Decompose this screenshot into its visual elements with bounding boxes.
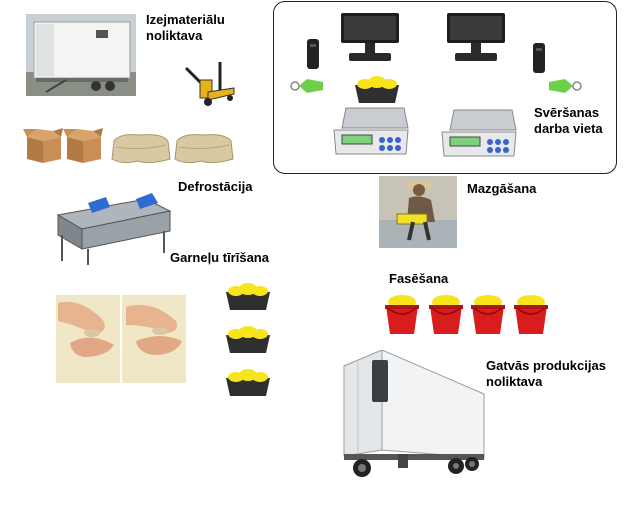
card-reader-icon	[306, 38, 320, 70]
cardboard-box-icon	[63, 125, 103, 165]
shrimp-tray-icon	[353, 75, 401, 105]
rfid-tag-icon	[547, 76, 583, 96]
shrimp-tray-icon	[224, 282, 272, 312]
refrigerated-trailer-icon	[338, 350, 486, 482]
sack-icon	[173, 131, 235, 165]
packing-label: Fasēšana	[389, 271, 449, 286]
card-reader-icon	[532, 42, 546, 74]
shrimp-tray-icon	[224, 325, 272, 355]
bucket-icon	[470, 292, 506, 336]
defrost-label: Defrostācija	[178, 179, 253, 194]
bucket-icon	[384, 292, 420, 336]
monitor-icon	[445, 11, 507, 63]
pallet-jack-icon	[178, 62, 236, 108]
weighing-scale-icon	[332, 106, 410, 158]
sack-icon	[110, 131, 172, 165]
shrimp-tray-icon	[224, 368, 272, 398]
bucket-icon	[513, 292, 549, 336]
raw-storage-label: Izejmateriālu noliktava	[146, 12, 225, 43]
peeling-label: Garneļu tīrīšana	[170, 250, 269, 265]
container-trailer-icon	[26, 14, 136, 96]
rfid-tag-icon	[289, 76, 325, 96]
hands-peeling-icon	[56, 295, 186, 383]
product-storage-label: Gatvās produkcijas noliktava	[486, 358, 606, 389]
bucket-icon	[428, 292, 464, 336]
washing-label: Mazgāšana	[467, 181, 537, 196]
weighing-label: Svēršanas darba vieta	[534, 105, 603, 136]
worker-washing-icon	[379, 176, 457, 248]
weighing-scale-icon	[440, 108, 518, 160]
conveyor-machine-icon	[48, 193, 174, 265]
monitor-icon	[339, 11, 401, 63]
cardboard-box-icon	[23, 125, 63, 165]
